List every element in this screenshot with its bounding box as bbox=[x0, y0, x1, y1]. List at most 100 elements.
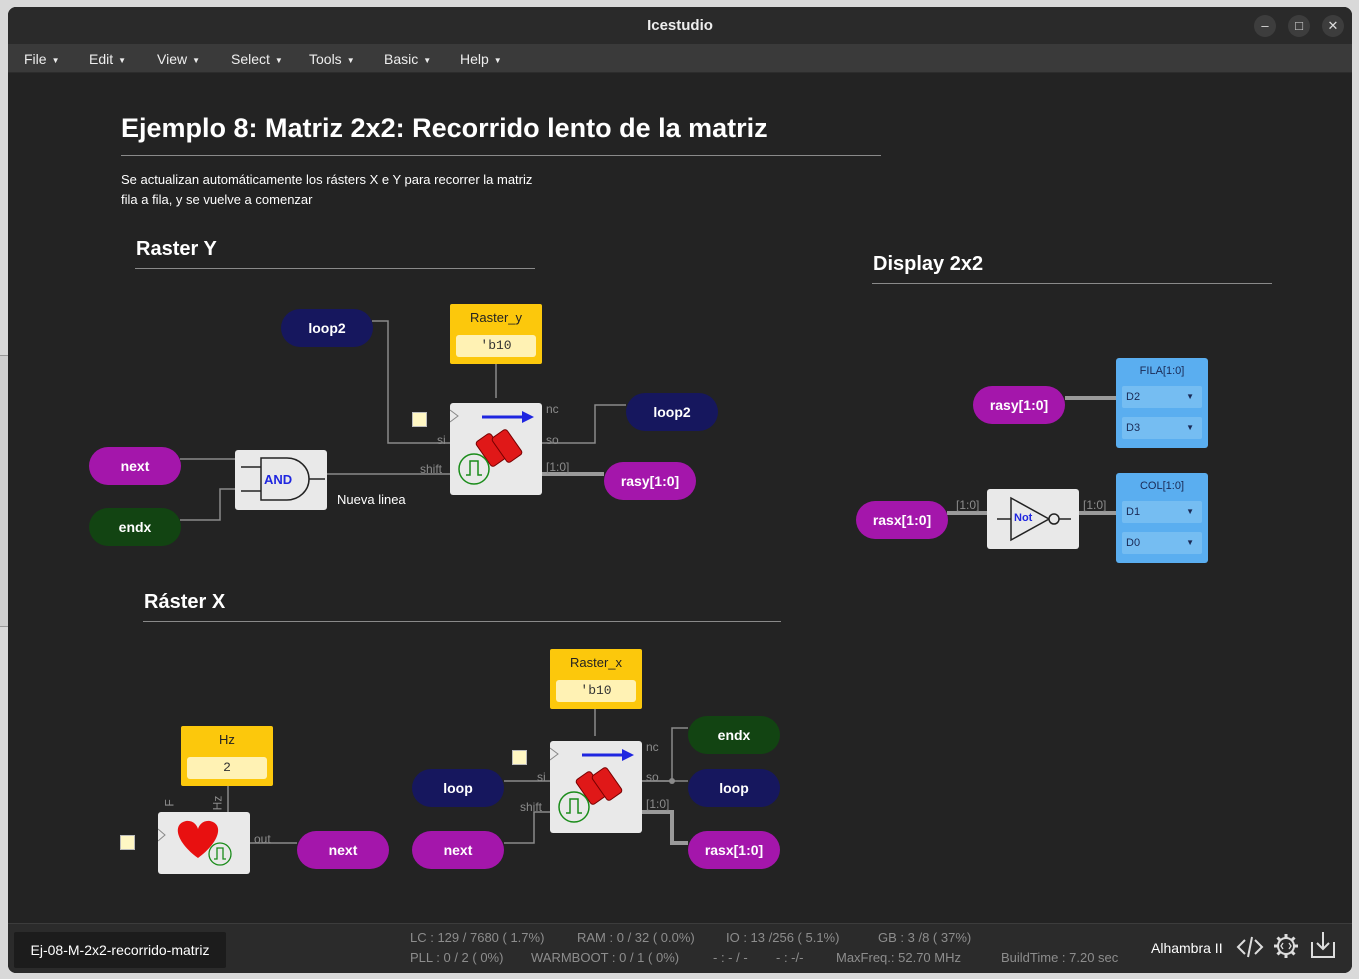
raster-y-rule bbox=[135, 268, 535, 269]
port-so-y: so bbox=[546, 433, 559, 447]
section-display: Display 2x2 bbox=[873, 253, 984, 275]
label-rasy-in[interactable]: rasy[1:0] bbox=[973, 386, 1065, 424]
description: Se actualizan automáticamente los ráster… bbox=[121, 170, 532, 210]
heart-icon bbox=[157, 820, 232, 866]
page-title: Ejemplo 8: Matriz 2x2: Recorrido lento d… bbox=[121, 113, 768, 143]
label-loop2-out[interactable]: loop2 bbox=[626, 393, 718, 431]
const-name: Raster_y bbox=[469, 310, 523, 325]
gear-icon[interactable] bbox=[1272, 932, 1300, 960]
code-icon[interactable] bbox=[1236, 934, 1264, 960]
pin-select[interactable]: D1▼ bbox=[1122, 501, 1202, 523]
minimize-button[interactable]: – bbox=[1254, 15, 1276, 37]
output-name: COL[1:0] bbox=[1139, 480, 1185, 492]
port-nc-x: nc bbox=[646, 740, 659, 754]
stat-gb: GB : 3 /8 ( 37%) bbox=[878, 930, 972, 945]
shift-register-icon bbox=[549, 747, 634, 823]
section-raster-x: Ráster X bbox=[144, 591, 226, 613]
label-endx-out[interactable]: endx bbox=[688, 716, 780, 754]
bus-out-label: [1:0] bbox=[1083, 498, 1107, 512]
raster-x-rule bbox=[143, 621, 781, 622]
menu-file[interactable]: File▼ bbox=[24, 51, 60, 67]
download-icon[interactable] bbox=[1310, 930, 1336, 960]
output-name: FILA[1:0] bbox=[1139, 365, 1185, 377]
menu-help[interactable]: Help▼ bbox=[460, 51, 502, 67]
label-next-in[interactable]: next bbox=[89, 447, 181, 485]
const-name: Raster_x bbox=[569, 655, 623, 670]
stat-buildtime: BuildTime : 7.20 sec bbox=[1001, 950, 1119, 965]
shift-register-x[interactable] bbox=[549, 741, 642, 833]
menu-edit[interactable]: Edit▼ bbox=[89, 51, 127, 67]
const-hz[interactable]: Hz 2 bbox=[181, 726, 273, 786]
title-bar: Icestudio – □ ✕ bbox=[8, 7, 1352, 44]
stat-io: IO : 13 /256 ( 5.1%) bbox=[726, 930, 840, 945]
const-raster-x[interactable]: Raster_x 'b10 bbox=[550, 649, 642, 709]
stat-pll: PLL : 0 / 2 ( 0%) bbox=[410, 950, 504, 965]
label-loop-in[interactable]: loop bbox=[412, 769, 504, 807]
port-out: out bbox=[254, 832, 271, 846]
port-so-x: so bbox=[646, 770, 659, 784]
stat-ram: RAM : 0 / 32 ( 0.0%) bbox=[577, 930, 695, 945]
menu-tools[interactable]: Tools▼ bbox=[309, 51, 355, 67]
board-name[interactable]: Alhambra II bbox=[1151, 940, 1223, 956]
status-bar: Ej-08-M-2x2-recorrido-matriz LC : 129 / … bbox=[8, 923, 1352, 973]
output-col[interactable]: COL[1:0] D1▼ D0▼ bbox=[1116, 473, 1208, 563]
pin-select[interactable]: D2▼ bbox=[1122, 386, 1202, 408]
display-rule bbox=[872, 283, 1272, 284]
clock-input-y[interactable] bbox=[412, 412, 427, 427]
label-rasx-out[interactable]: rasx[1:0] bbox=[688, 831, 780, 869]
const-value[interactable]: 'b10 bbox=[456, 335, 536, 357]
menu-basic[interactable]: Basic▼ bbox=[384, 51, 432, 67]
stat-maxfreq: MaxFreq.: 52.70 MHz bbox=[836, 950, 961, 965]
port-f: F bbox=[162, 799, 177, 807]
shift-register-icon bbox=[449, 409, 534, 485]
bus-in-label: [1:0] bbox=[956, 498, 980, 512]
maximize-button[interactable]: □ bbox=[1288, 15, 1310, 37]
port-si-y: si bbox=[437, 433, 446, 447]
menu-bar: File▼ Edit▼ View▼ Select▼ Tools▼ Basic▼ … bbox=[8, 44, 1352, 73]
const-name: Hz bbox=[219, 732, 235, 747]
port-si-x: si bbox=[537, 770, 546, 784]
label-endx-in[interactable]: endx bbox=[89, 508, 181, 546]
clock-input-hz[interactable] bbox=[120, 835, 135, 850]
label-next-x-in[interactable]: next bbox=[412, 831, 504, 869]
stat-lc: LC : 129 / 7680 ( 1.7%) bbox=[410, 930, 545, 945]
pin-select[interactable]: D0▼ bbox=[1122, 532, 1202, 554]
and-gate-icon bbox=[241, 457, 325, 501]
chevron-down-icon: ▼ bbox=[1186, 538, 1194, 547]
description-line-1: Se actualizan automáticamente los ráster… bbox=[121, 172, 533, 187]
not-label: Not bbox=[1014, 512, 1033, 524]
file-tab[interactable]: Ej-08-M-2x2-recorrido-matriz bbox=[14, 932, 226, 968]
label-loop-out[interactable]: loop bbox=[688, 769, 780, 807]
not-gate-icon bbox=[997, 496, 1071, 542]
stat-warmboot: WARMBOOT : 0 / 1 ( 0%) bbox=[531, 950, 680, 965]
app-window: Icestudio – □ ✕ File▼ Edit▼ View▼ Select… bbox=[8, 7, 1352, 973]
output-fila[interactable]: FILA[1:0] D2▼ D3▼ bbox=[1116, 358, 1208, 448]
title-rule bbox=[121, 155, 881, 156]
pin-select[interactable]: D3▼ bbox=[1122, 417, 1202, 439]
shift-register-y[interactable] bbox=[449, 403, 542, 495]
const-value[interactable]: 'b10 bbox=[556, 680, 636, 702]
label-next-out[interactable]: next bbox=[297, 831, 389, 869]
description-line-2: fila a fila, y se vuelve a comenzar bbox=[121, 192, 313, 207]
heartbeat-block[interactable] bbox=[157, 812, 250, 874]
port-bus-x: [1:0] bbox=[646, 797, 670, 811]
port-hz: Hz bbox=[210, 795, 225, 811]
close-button[interactable]: ✕ bbox=[1322, 15, 1344, 37]
const-raster-y[interactable]: Raster_y 'b10 bbox=[450, 304, 542, 364]
and-gate[interactable]: AND bbox=[235, 450, 327, 510]
and-label: AND bbox=[264, 472, 293, 487]
menu-view[interactable]: View▼ bbox=[157, 51, 201, 67]
label-loop2-in[interactable]: loop2 bbox=[281, 309, 373, 347]
nueva-linea-label: Nueva linea bbox=[337, 492, 406, 507]
menu-select[interactable]: Select▼ bbox=[231, 51, 283, 67]
const-value[interactable]: 2 bbox=[187, 757, 267, 779]
label-rasx-in[interactable]: rasx[1:0] bbox=[856, 501, 948, 539]
label-rasy-out[interactable]: rasy[1:0] bbox=[604, 462, 696, 500]
not-gate[interactable]: Not bbox=[987, 489, 1079, 549]
stat-dash-2: - : -/- bbox=[776, 950, 804, 965]
port-shift-x: shift bbox=[520, 800, 543, 814]
circuit-canvas[interactable]: Ejemplo 8: Matriz 2x2: Recorrido lento d… bbox=[8, 73, 1352, 923]
clock-input-x[interactable] bbox=[512, 750, 527, 765]
section-raster-y: Raster Y bbox=[136, 238, 217, 260]
port-nc-y: nc bbox=[546, 402, 559, 416]
